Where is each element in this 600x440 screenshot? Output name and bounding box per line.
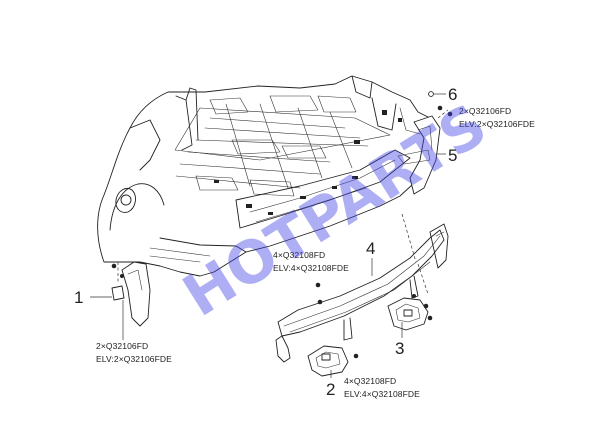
callout-4: 4 bbox=[366, 239, 375, 258]
note-bottom-center-line2: ELV:4×Q32108FDE bbox=[344, 389, 420, 399]
note-bottom-left-line1: 2×Q32106FD bbox=[96, 341, 148, 351]
note-bottom-left-line2: ELV:2×Q32106FDE bbox=[96, 354, 172, 364]
callout-3: 3 bbox=[395, 339, 404, 358]
fasteners bbox=[428, 91, 453, 117]
note-bottom-center-line1: 4×Q32108FD bbox=[344, 376, 396, 386]
note-middle-line2: ELV:4×Q32108FDE bbox=[273, 263, 349, 273]
callout-2: 2 bbox=[326, 380, 335, 399]
leader-lines bbox=[90, 93, 446, 378]
note-bottom-left: 2×Q32106FD ELV:2×Q32106FDE bbox=[96, 341, 172, 364]
callout-6: 6 bbox=[448, 85, 457, 104]
part-1-left-bracket bbox=[111, 261, 151, 327]
part-5-side-bracket bbox=[397, 109, 449, 195]
note-top-right: 2×Q32106FD ELV:2×Q32106FDE bbox=[459, 106, 535, 129]
note-top-right-line1: 2×Q32106FD bbox=[459, 106, 511, 116]
part-3-right-mount bbox=[387, 294, 433, 331]
part-2-left-mount bbox=[307, 282, 359, 377]
part-4-bumper-beam bbox=[275, 213, 449, 363]
note-top-right-line2: ELV:2×Q32106FDE bbox=[459, 119, 535, 129]
callout-5: 5 bbox=[448, 146, 457, 165]
note-middle: 4×Q32108FD ELV:4×Q32108FDE bbox=[273, 250, 349, 273]
note-bottom-center: 4×Q32108FD ELV:4×Q32108FDE bbox=[344, 376, 420, 399]
rear-body-illustration bbox=[97, 75, 439, 277]
callout-1: 1 bbox=[74, 288, 83, 307]
note-middle-line1: 4×Q32108FD bbox=[273, 250, 325, 260]
